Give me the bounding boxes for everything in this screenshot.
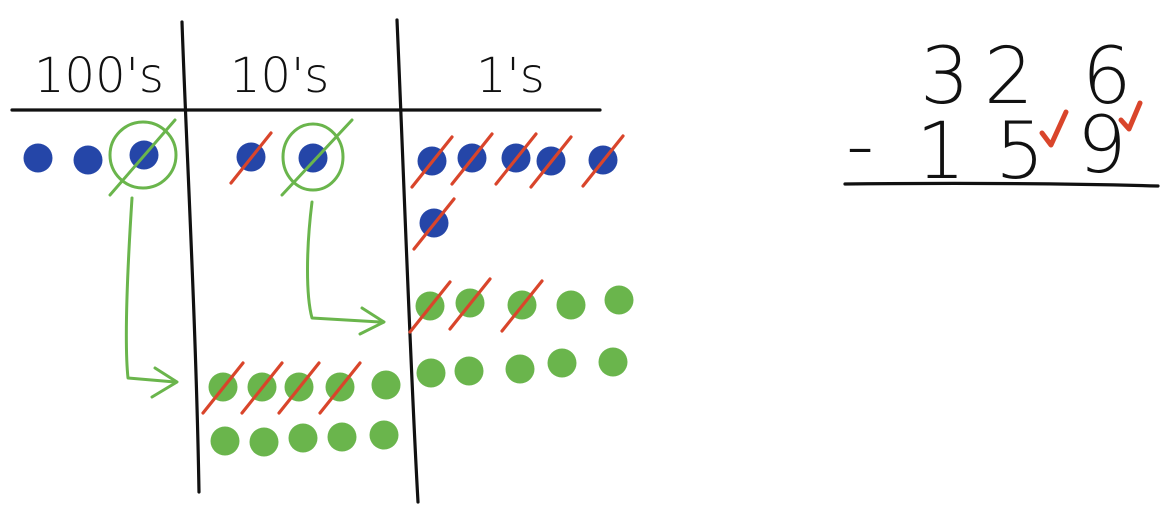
green-dot	[454, 356, 484, 386]
cross-out-mark	[201, 361, 245, 415]
green-dot	[604, 285, 634, 315]
chart-lines	[10, 18, 602, 504]
cross-out-mark	[450, 132, 494, 186]
green-dot	[416, 358, 446, 388]
green-dot	[505, 354, 535, 384]
blue-dot	[23, 143, 53, 173]
green-dot	[327, 422, 357, 452]
green-dot	[547, 348, 577, 378]
green-dot	[288, 423, 318, 453]
blue-dot	[298, 143, 328, 173]
cross-out-mark	[494, 132, 538, 186]
cross-out-mark	[412, 197, 456, 251]
arrowhead-hundreds	[150, 366, 179, 399]
arrowhead-tens	[358, 306, 386, 336]
header-hundreds: 100's	[34, 48, 164, 104]
top-digit-tens: 2	[984, 32, 1034, 122]
cross-out-mark	[277, 361, 321, 415]
green-dot	[556, 290, 586, 320]
header-tens: 10's	[230, 48, 329, 104]
subtraction-problem: 3 2 6 - 1 5 9	[843, 32, 1160, 197]
answer-rule	[843, 181, 1160, 188]
cross-out-mark	[408, 280, 452, 334]
green-dot	[598, 347, 628, 377]
divider-hundreds-tens	[180, 20, 201, 494]
bottom-digit-ones: 9	[1077, 101, 1127, 191]
header-ones: 1's	[476, 48, 545, 104]
regroup-circle-hundreds	[108, 120, 178, 190]
check-mark-tens	[1039, 109, 1069, 148]
cross-out-mark	[318, 361, 362, 415]
regroup-arrow-hundreds-to-tens	[124, 196, 177, 384]
green-dot	[371, 370, 401, 400]
minus-sign: -	[846, 101, 874, 191]
cross-out-mark	[410, 135, 454, 189]
blue-dot	[73, 145, 103, 175]
cross-out-mark	[581, 134, 625, 188]
regroup-slash-tens	[280, 118, 354, 197]
cross-out-mark	[448, 277, 492, 331]
cross-out-mark	[500, 279, 544, 333]
top-digit-ones: 6	[1082, 32, 1132, 122]
cross-out-mark	[240, 361, 284, 415]
regroup-arrow-tens-to-ones	[306, 200, 382, 324]
divider-tens-ones	[395, 18, 420, 504]
regroup-circle-tens	[281, 122, 345, 192]
crosses-layer	[201, 131, 625, 415]
green-dot	[369, 420, 399, 450]
cross-out-mark	[229, 131, 273, 185]
cross-out-mark	[529, 135, 573, 189]
green-dot	[249, 427, 279, 457]
regroup-slash-hundreds	[108, 118, 177, 197]
green-dot	[210, 426, 240, 456]
top-digit-hundreds: 3	[920, 32, 970, 122]
check-mark-ones	[1118, 100, 1143, 132]
